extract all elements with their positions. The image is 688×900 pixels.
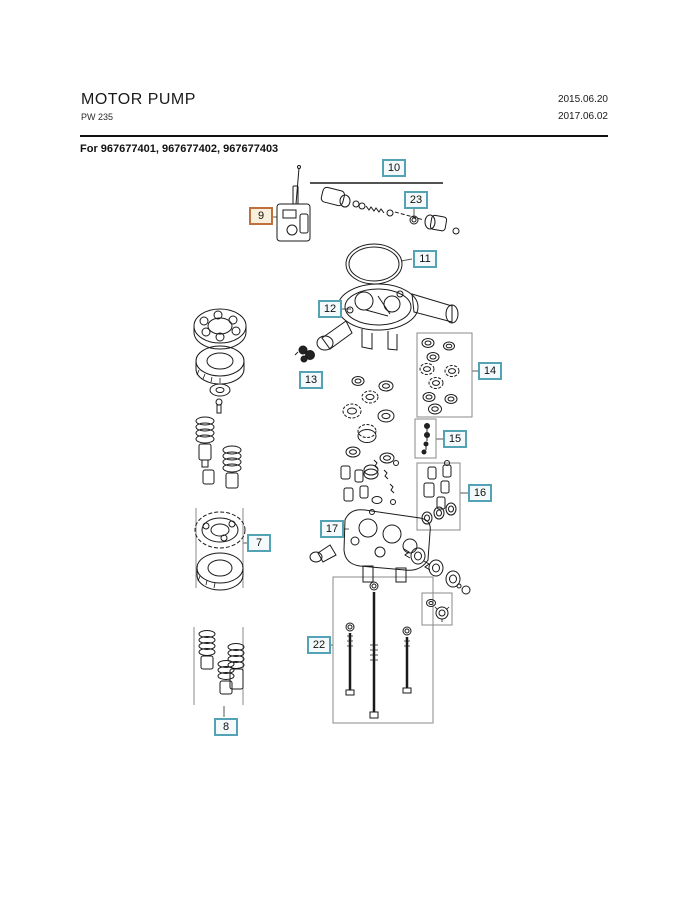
callout-13[interactable]: 13 — [299, 371, 323, 389]
callout-10[interactable]: 10 — [382, 159, 406, 177]
callout-9[interactable]: 9 — [249, 207, 273, 225]
group-14-drawing — [420, 339, 459, 415]
page-title: MOTOR PUMP — [81, 91, 196, 108]
group-frames — [194, 333, 472, 723]
date-created: 2015.06.20 — [557, 94, 608, 105]
bearing-stack-drawing — [194, 309, 246, 413]
callout-11[interactable]: 11 — [413, 250, 437, 268]
applicability-line: For 967677401, 967677402, 967677403 — [80, 143, 279, 155]
group-22-drawing — [346, 582, 411, 718]
callout-23[interactable]: 23 — [404, 191, 428, 209]
spring-stack-upper-drawing — [196, 417, 241, 488]
part-12-drawing — [317, 284, 458, 350]
seal-column-drawing — [341, 377, 399, 515]
callout-8[interactable]: 8 — [214, 718, 238, 736]
model-number: PW 235 — [81, 112, 114, 122]
part-17-drawing — [310, 510, 470, 594]
callout-16[interactable]: 16 — [468, 484, 492, 502]
callout-14[interactable]: 14 — [478, 362, 502, 380]
group-10-drawing — [320, 187, 459, 234]
date-revised: 2017.06.02 — [557, 111, 608, 122]
group-15-drawing — [422, 424, 430, 455]
ring-nut-drawing — [427, 600, 450, 623]
part-9-drawing — [277, 166, 310, 242]
callout-22[interactable]: 22 — [307, 636, 331, 654]
callout-7[interactable]: 7 — [247, 534, 271, 552]
callout-17[interactable]: 17 — [320, 520, 344, 538]
part-13-drawing — [295, 346, 315, 362]
group-7-drawing — [195, 512, 245, 590]
callout-15[interactable]: 15 — [443, 430, 467, 448]
group-16-drawing — [422, 461, 456, 525]
part-11-drawing — [346, 244, 402, 284]
callout-12[interactable]: 12 — [318, 300, 342, 318]
header-divider — [80, 135, 608, 137]
leader-lines — [224, 209, 478, 717]
group-8-drawing — [199, 631, 244, 695]
